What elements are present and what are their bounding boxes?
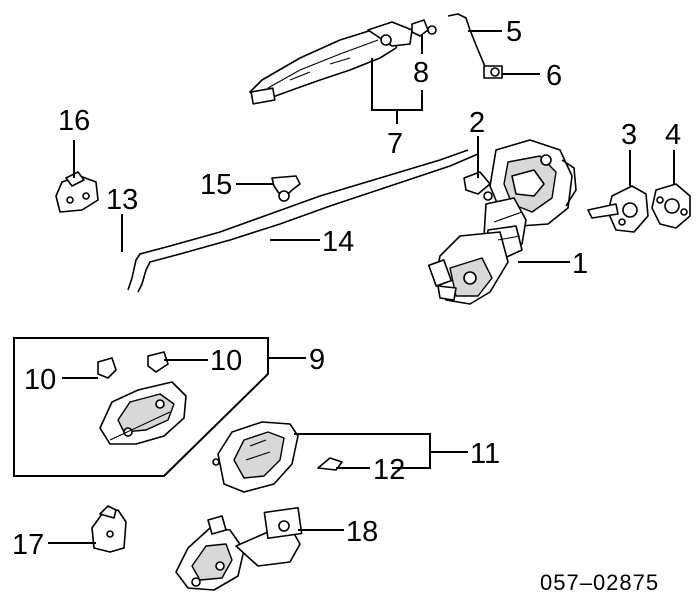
callout-2: 2 — [469, 107, 485, 139]
clip-10b — [147, 351, 169, 373]
callout-12: 12 — [373, 454, 405, 486]
bracket-16 — [55, 171, 99, 213]
callout-16: 16 — [58, 105, 90, 137]
callout-8: 8 — [413, 57, 429, 89]
figure-code: 057–02875 — [540, 570, 659, 595]
bracket-17 — [91, 505, 127, 553]
rod-13 — [127, 149, 469, 291]
callout-14: 14 — [322, 226, 354, 258]
callout-15: 15 — [200, 169, 232, 201]
leader-lines — [48, 30, 675, 544]
clip-8 — [411, 19, 437, 37]
rod-5 — [447, 13, 489, 75]
callout-5: 5 — [506, 16, 522, 48]
callout-4: 4 — [665, 119, 681, 151]
clip-6 — [483, 65, 503, 79]
door-latch-assembly — [427, 139, 577, 305]
callout-6: 6 — [546, 60, 562, 92]
callout-17: 17 — [12, 529, 44, 561]
lock-cylinder-3 — [587, 185, 649, 233]
gasket-4 — [651, 183, 691, 229]
callout-3: 3 — [621, 119, 637, 151]
clip-15 — [271, 175, 301, 202]
inside-handle-11 — [212, 421, 299, 493]
inside-handle-bracket — [99, 381, 187, 445]
hinge-18 — [175, 506, 303, 591]
callout-1: 1 — [572, 248, 588, 280]
callout-10-left: 10 — [24, 364, 56, 396]
callout-9: 9 — [309, 344, 325, 376]
rod-14 — [137, 153, 479, 293]
callout-labels: 1 2 3 4 5 6 7 8 9 10 10 11 12 13 14 15 1… — [12, 16, 681, 561]
callout-10-right: 10 — [210, 345, 242, 377]
callout-7: 7 — [387, 128, 403, 160]
outside-handle — [249, 21, 413, 105]
callout-11: 11 — [470, 438, 500, 470]
clip-10a — [97, 357, 117, 379]
inset-box-9 — [13, 337, 269, 477]
callout-18: 18 — [346, 516, 378, 548]
callout-13: 13 — [106, 184, 138, 216]
